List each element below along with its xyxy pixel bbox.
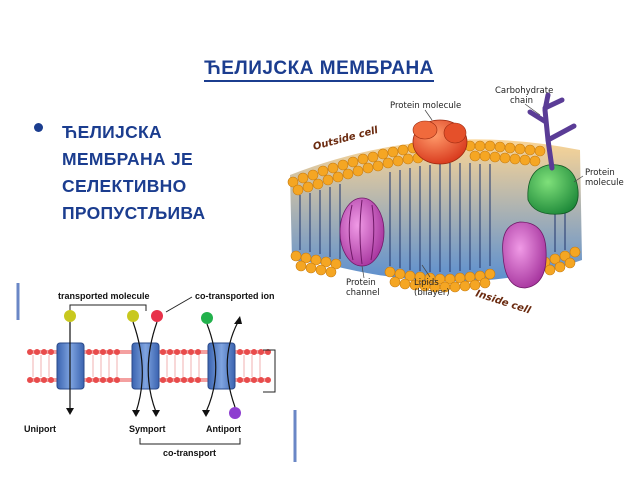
slide-title-text: ЋЕЛИЈСКА МЕМБРАНА bbox=[204, 58, 434, 82]
bullet-point: ЋЕЛИЈСКА МЕМБРАНА ЈЕ СЕЛЕКТИВНО ПРОПУСТЉ… bbox=[34, 119, 274, 227]
uniport-transporter bbox=[56, 322, 85, 415]
label-protein-channel-2: channel bbox=[346, 288, 380, 298]
bullet-line-3: СЕЛЕКТИВНО bbox=[62, 176, 187, 196]
label-transported-molecule: transported molecule bbox=[58, 291, 150, 301]
ion-green-antiport bbox=[201, 312, 213, 324]
label-co-transport: co-transport bbox=[163, 448, 216, 458]
label-protein-right-2: molecule bbox=[585, 178, 624, 188]
bullet-line-4: ПРОПУСТЉИВА bbox=[62, 203, 206, 223]
label-protein-molecule-top: Protein molecule bbox=[390, 101, 461, 111]
slide-title: ЋЕЛИЈСКА МЕМБРАНА bbox=[0, 58, 638, 82]
molecule-yellow-symport bbox=[127, 310, 139, 322]
carbohydrate-chain-icon bbox=[527, 92, 577, 171]
label-co-transported-ion: co-transported ion bbox=[195, 291, 275, 301]
bullet-line-2: МЕМБРАНА ЈЕ bbox=[62, 149, 194, 169]
label-uniport: Uniport bbox=[24, 424, 56, 434]
label-carbohydrate-1: Carbohydrate bbox=[495, 86, 553, 96]
bullet-icon bbox=[34, 123, 43, 132]
label-protein-channel-1: Protein bbox=[346, 278, 376, 288]
label-antiport: Antiport bbox=[206, 424, 241, 434]
lipid-heads-top bbox=[287, 140, 546, 196]
protein-molecule-green bbox=[527, 164, 579, 215]
lipid-tails bbox=[299, 163, 566, 272]
antiport-transporter bbox=[202, 316, 242, 417]
bullet-line-1: ЋЕЛИЈСКА bbox=[62, 122, 162, 142]
protein-magenta-right bbox=[502, 221, 547, 289]
lipid-heads-bottom bbox=[290, 246, 581, 293]
symport-transporter bbox=[131, 321, 160, 417]
label-lipids-1: Lipids bbox=[414, 278, 439, 288]
label-lipids-2: (bilayer) bbox=[414, 288, 450, 298]
ion-red-symport bbox=[151, 310, 163, 322]
label-carbohydrate-2: chain bbox=[510, 96, 533, 106]
molecule-yellow-uniport bbox=[64, 310, 76, 322]
ion-purple-antiport bbox=[229, 407, 241, 419]
label-protein-right-1: Protein bbox=[585, 168, 615, 178]
label-symport: Symport bbox=[129, 424, 166, 434]
protein-molecule-orange bbox=[412, 119, 468, 165]
